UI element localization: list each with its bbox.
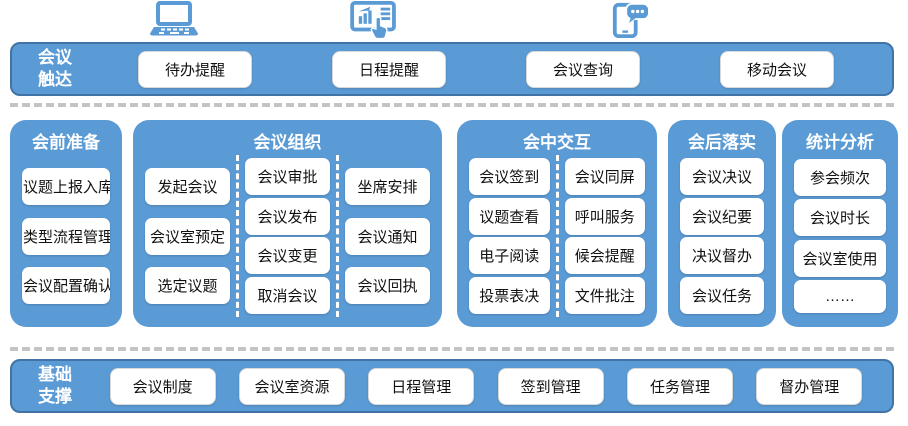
panel-pre-meeting-body: 议题上报入库 类型流程管理 会议配置确认 bbox=[10, 153, 122, 327]
dashed-separator-top bbox=[10, 103, 894, 107]
interaction-col-2: 会议同屏 呼叫服务 候会提醒 文件批注 bbox=[555, 155, 652, 317]
pill-meeting-config: 会议配置确认 bbox=[22, 267, 110, 305]
panel-post-meeting: 会后落实 会议决议 会议纪要 决议督办 会议任务 bbox=[668, 120, 776, 327]
panel-in-meeting-interaction: 会中交互 会议签到 议题查看 电子阅读 投票表决 会议同屏 呼叫服务 候会提醒 … bbox=[457, 120, 657, 327]
pill-meeting-publish: 会议发布 bbox=[245, 197, 330, 235]
pill-initiate-meeting: 发起会议 bbox=[145, 167, 230, 205]
pill-select-topics: 选定议题 bbox=[145, 267, 230, 305]
panel-statistics-body: 参会频次 会议时长 会议室使用 …… bbox=[782, 153, 898, 327]
pill-task-mgmt: 任务管理 bbox=[626, 367, 733, 405]
panel-meeting-organization: 会议组织 发起会议 会议室预定 选定议题 会议审批 会议发布 会议变更 取消会议… bbox=[133, 120, 442, 327]
pill-voting: 投票表决 bbox=[469, 277, 550, 315]
pill-room-usage: 会议室使用 bbox=[794, 239, 886, 277]
post-meeting-col: 会议决议 会议纪要 决议督办 会议任务 bbox=[674, 155, 770, 317]
panel-post-meeting-title: 会后落实 bbox=[688, 133, 756, 152]
meeting-reach-label: 会议 触达 bbox=[12, 47, 98, 91]
pill-meeting-duration: 会议时长 bbox=[794, 199, 886, 237]
panel-in-meeting-interaction-title: 会中交互 bbox=[523, 133, 591, 152]
pill-schedule-mgmt: 日程管理 bbox=[368, 367, 475, 405]
pill-call-service: 呼叫服务 bbox=[564, 197, 645, 235]
panel-pre-meeting: 会前准备 议题上报入库 类型流程管理 会议配置确认 bbox=[10, 120, 122, 327]
meeting-reach-label-line2: 触达 bbox=[38, 70, 72, 89]
pill-meeting-notice: 会议通知 bbox=[345, 217, 430, 255]
pill-waiting-reminder: 候会提醒 bbox=[564, 237, 645, 275]
panel-post-meeting-body: 会议决议 会议纪要 决议督办 会议任务 bbox=[668, 153, 776, 327]
pill-todo-reminder: 待办提醒 bbox=[138, 50, 252, 88]
panel-pre-meeting-title: 会前准备 bbox=[32, 133, 100, 152]
meeting-reach-items: 待办提醒 日程提醒 会议查询 移动会议 bbox=[98, 50, 892, 88]
pill-meeting-minutes: 会议纪要 bbox=[680, 197, 764, 235]
pill-mobile-meeting: 移动会议 bbox=[720, 50, 834, 88]
pill-meeting-approval: 会议审批 bbox=[245, 157, 330, 195]
pill-room-resources: 会议室资源 bbox=[238, 367, 345, 405]
pill-cancel-meeting: 取消会议 bbox=[245, 277, 330, 315]
pill-seat-arrangement: 坐席安排 bbox=[345, 167, 430, 205]
pill-meeting-rules: 会议制度 bbox=[109, 367, 216, 405]
dashed-separator-bottom bbox=[10, 347, 894, 351]
panel-meeting-organization-body: 发起会议 会议室预定 选定议题 会议审批 会议发布 会议变更 取消会议 坐席安排… bbox=[133, 153, 442, 327]
pill-meeting-query: 会议查询 bbox=[526, 50, 640, 88]
pill-schedule-reminder: 日程提醒 bbox=[332, 50, 446, 88]
basic-support-label-line1: 基础 bbox=[38, 364, 72, 384]
panel-meeting-organization-title: 会议组织 bbox=[253, 133, 322, 152]
pill-topic-view: 议题查看 bbox=[469, 197, 550, 235]
basic-support-band: 基础 支撑 会议制度 会议室资源 日程管理 签到管理 任务管理 督办管理 bbox=[10, 359, 894, 413]
pill-topic-submission: 议题上报入库 bbox=[22, 167, 110, 205]
basic-support-items: 会议制度 会议室资源 日程管理 签到管理 任务管理 督办管理 bbox=[98, 367, 892, 405]
laptop-icon bbox=[150, 1, 198, 36]
interaction-col-1: 会议签到 议题查看 电子阅读 投票表决 bbox=[463, 155, 556, 317]
tablet-chart-touch-icon bbox=[350, 1, 396, 39]
pill-meeting-tasks: 会议任务 bbox=[680, 277, 764, 315]
organization-col-1: 发起会议 会议室预定 选定议题 bbox=[139, 155, 236, 317]
organization-col-2: 会议审批 会议发布 会议变更 取消会议 bbox=[236, 155, 336, 317]
basic-support-label-line2: 支撑 bbox=[38, 387, 72, 406]
organization-col-3: 坐席安排 会议通知 会议回执 bbox=[336, 155, 436, 317]
statistics-col: 参会频次 会议时长 会议室使用 …… bbox=[788, 155, 892, 317]
basic-support-label: 基础 支撑 bbox=[12, 364, 98, 408]
pill-resolution-supervise: 决议督办 bbox=[680, 237, 764, 275]
meeting-reach-band: 会议 触达 待办提醒 日程提醒 会议查询 移动会议 bbox=[10, 42, 894, 96]
pill-room-booking: 会议室预定 bbox=[145, 217, 230, 255]
pill-screen-sync: 会议同屏 bbox=[564, 157, 645, 195]
panel-statistics-title: 统计分析 bbox=[806, 133, 874, 152]
pill-e-reading: 电子阅读 bbox=[469, 237, 550, 275]
pill-file-annotation: 文件批注 bbox=[564, 277, 645, 315]
pill-attendance-frequency: 参会频次 bbox=[794, 158, 886, 196]
pill-meeting-checkin: 会议签到 bbox=[469, 157, 550, 195]
panel-statistics: 统计分析 参会频次 会议时长 会议室使用 …… bbox=[782, 120, 898, 327]
pill-checkin-mgmt: 签到管理 bbox=[497, 367, 604, 405]
panel-in-meeting-interaction-body: 会议签到 议题查看 电子阅读 投票表决 会议同屏 呼叫服务 候会提醒 文件批注 bbox=[457, 153, 657, 327]
pill-supervision-mgmt: 督办管理 bbox=[756, 367, 863, 405]
panel-pre-meeting-col: 议题上报入库 类型流程管理 会议配置确认 bbox=[16, 155, 116, 317]
pill-meeting-change: 会议变更 bbox=[245, 237, 330, 275]
meeting-reach-label-line1: 会议 bbox=[38, 47, 72, 67]
pill-meeting-receipt: 会议回执 bbox=[345, 267, 430, 305]
pill-meeting-resolution: 会议决议 bbox=[680, 157, 764, 195]
pill-type-flow-mgmt: 类型流程管理 bbox=[22, 217, 110, 255]
phone-chat-icon bbox=[612, 2, 650, 39]
pill-ellipsis: …… bbox=[794, 280, 886, 314]
